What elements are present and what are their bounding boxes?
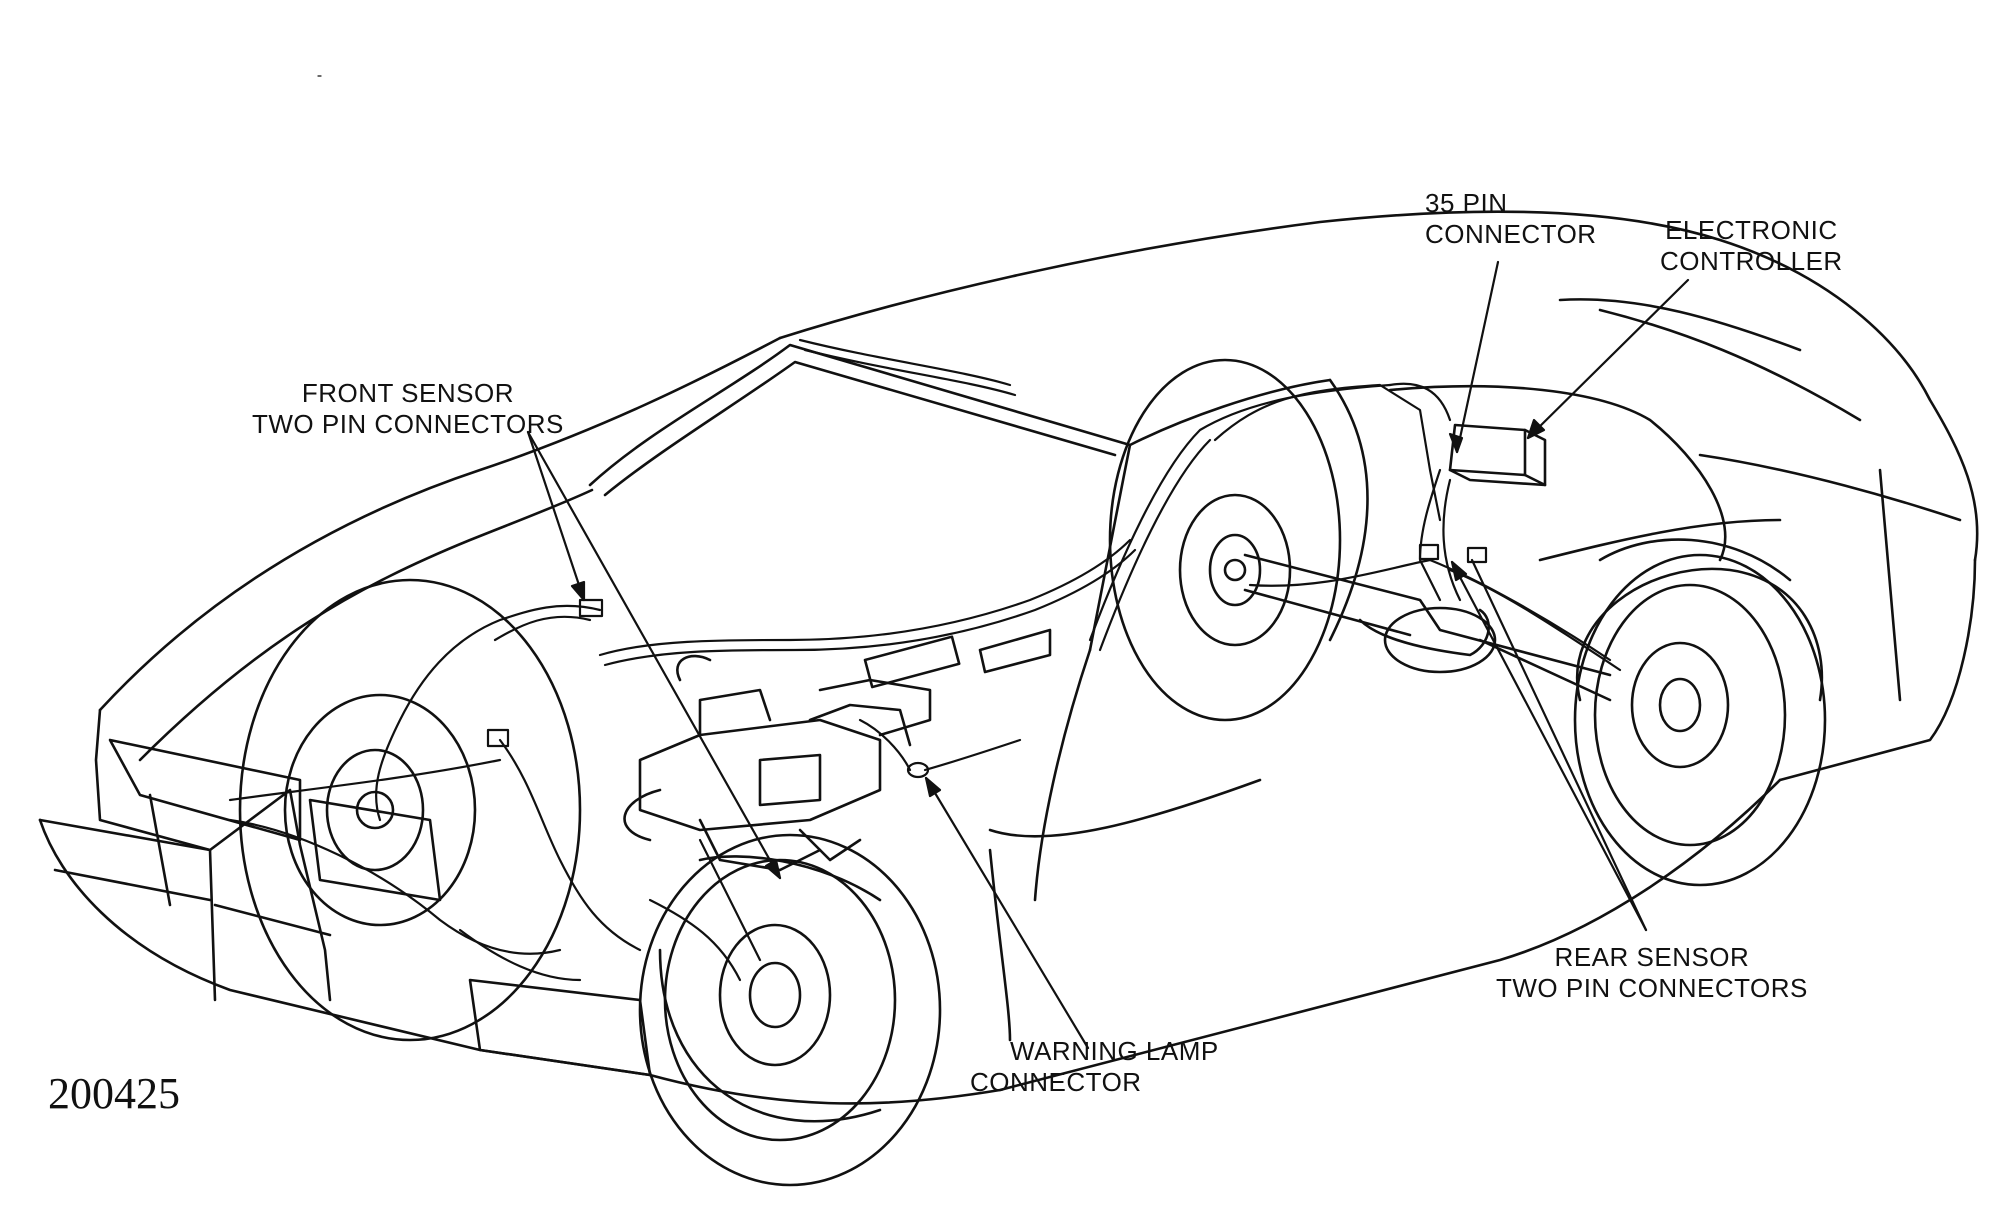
leader-lines: [526, 260, 1690, 1050]
label-warning-lamp-connector: WARNING LAMP CONNECTOR: [970, 1036, 1219, 1098]
front-right-wheel: [638, 833, 942, 1187]
label-electronic-controller: ELECTRONIC CONTROLLER: [1660, 215, 1843, 277]
label-35-pin-line2: CONNECTOR: [1425, 219, 1597, 249]
label-controller-line1: ELECTRONIC: [1665, 215, 1838, 245]
rear-left-wheel: [1108, 358, 1342, 722]
label-rear-sensor-connectors: REAR SENSOR TWO PIN CONNECTORS: [1496, 942, 1808, 1004]
engine-components: [623, 628, 1052, 872]
figure-number: 200425: [48, 1069, 180, 1118]
label-rear-sensor-line1: REAR SENSOR: [1554, 942, 1750, 972]
rear-axle: [1243, 553, 1612, 702]
label-front-sensor-line1: FRONT SENSOR: [301, 378, 514, 408]
label-rear-sensor-line2: TWO PIN CONNECTORS: [1496, 973, 1808, 1003]
label-warning-lamp-line2: CONNECTOR: [970, 1067, 1142, 1097]
rear-right-wheel: [1573, 538, 1827, 887]
wiring-harness: [228, 338, 1622, 982]
label-35-pin-line1: 35 PIN: [1425, 188, 1508, 218]
label-front-sensor-line2: TWO PIN CONNECTORS: [252, 409, 564, 439]
label-controller-line2: CONTROLLER: [1660, 246, 1843, 276]
label-front-sensor-connectors: FRONT SENSOR TWO PIN CONNECTORS: [252, 378, 564, 440]
label-35-pin-connector: 35 PIN CONNECTOR: [1425, 188, 1597, 250]
label-warning-lamp-line1: WARNING LAMP: [1010, 1036, 1219, 1066]
car-body: [38, 210, 1979, 1105]
front-left-wheel: [238, 578, 582, 1042]
